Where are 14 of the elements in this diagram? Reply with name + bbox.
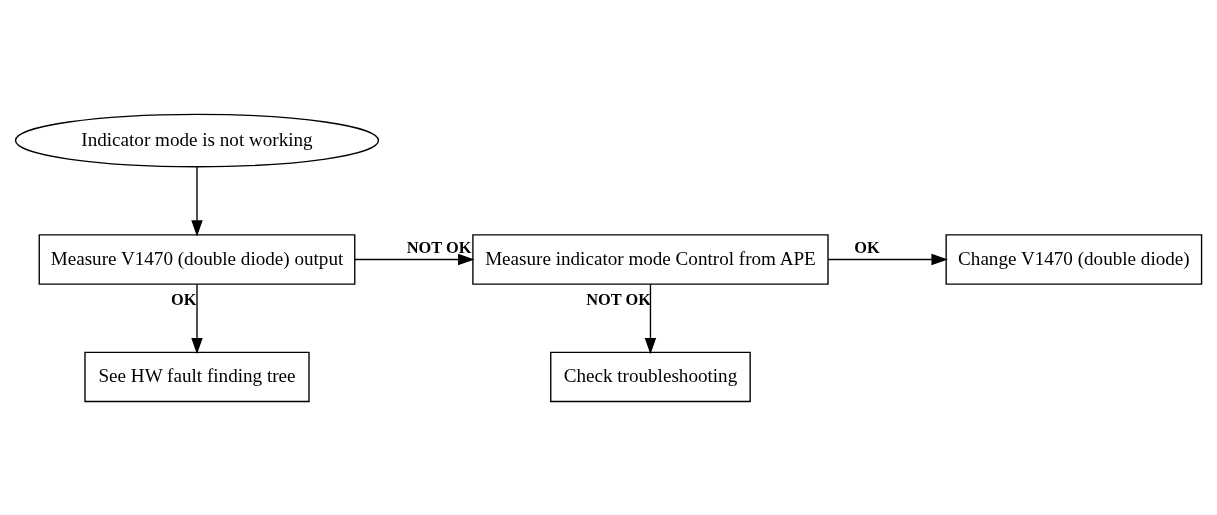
arrow: [191, 165, 203, 237]
arrow: [827, 253, 948, 265]
arrow: [644, 283, 657, 354]
node-ellipse: Indicator mode is not working: [14, 113, 380, 167]
arrow: [191, 283, 203, 354]
node-box: Measure indicator mode Control from APE: [472, 233, 829, 285]
node-box: See HW fault finding tree: [84, 351, 310, 402]
edge-label: NOT OK: [406, 237, 472, 257]
node-box: Measure V1470 (double diode) output: [38, 233, 356, 285]
node-box: Check troubleshooting: [550, 351, 751, 402]
node-box: Change V1470 (double diode): [945, 233, 1203, 285]
edge-label: OK: [854, 237, 880, 257]
edge-label: NOT OK: [586, 289, 652, 309]
arrow: [354, 253, 475, 265]
